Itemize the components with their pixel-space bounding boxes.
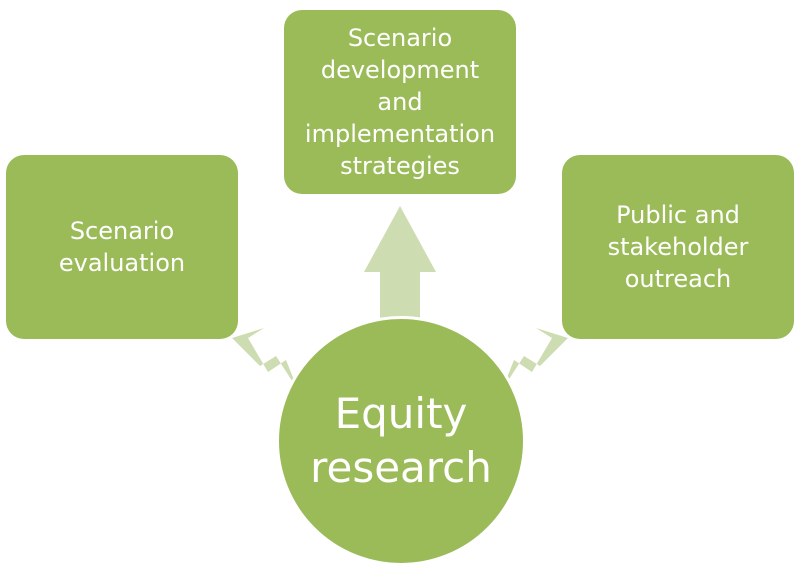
- arrow-up: [364, 206, 436, 318]
- node-line: and: [377, 88, 423, 116]
- center-line: research: [310, 443, 492, 492]
- node-line: strategies: [340, 152, 460, 180]
- node-line: Scenario: [347, 24, 453, 52]
- node-scenario-evaluation-label: Scenario evaluation: [59, 215, 185, 279]
- center-node-equity-research: Equity research: [276, 316, 526, 566]
- arrow-up-right: [502, 328, 568, 390]
- node-line: development: [320, 56, 480, 84]
- node-line: evaluation: [58, 249, 186, 277]
- node-line: outreach: [624, 265, 732, 293]
- node-line: Public and: [616, 201, 740, 229]
- node-scenario-evaluation: Scenario evaluation: [6, 155, 238, 339]
- node-scenario-development-label: Scenario development and implementation …: [305, 22, 495, 182]
- center-line: Equity: [334, 389, 468, 438]
- node-line: Scenario: [69, 217, 175, 245]
- node-line: implementation: [304, 120, 496, 148]
- node-public-outreach: Public and stakeholder outreach: [562, 155, 794, 339]
- arrow-up-left: [232, 328, 298, 390]
- node-public-outreach-label: Public and stakeholder outreach: [608, 199, 749, 295]
- center-node-label: Equity research: [310, 387, 492, 495]
- node-line: stakeholder: [607, 233, 749, 261]
- node-scenario-development: Scenario development and implementation …: [284, 10, 516, 194]
